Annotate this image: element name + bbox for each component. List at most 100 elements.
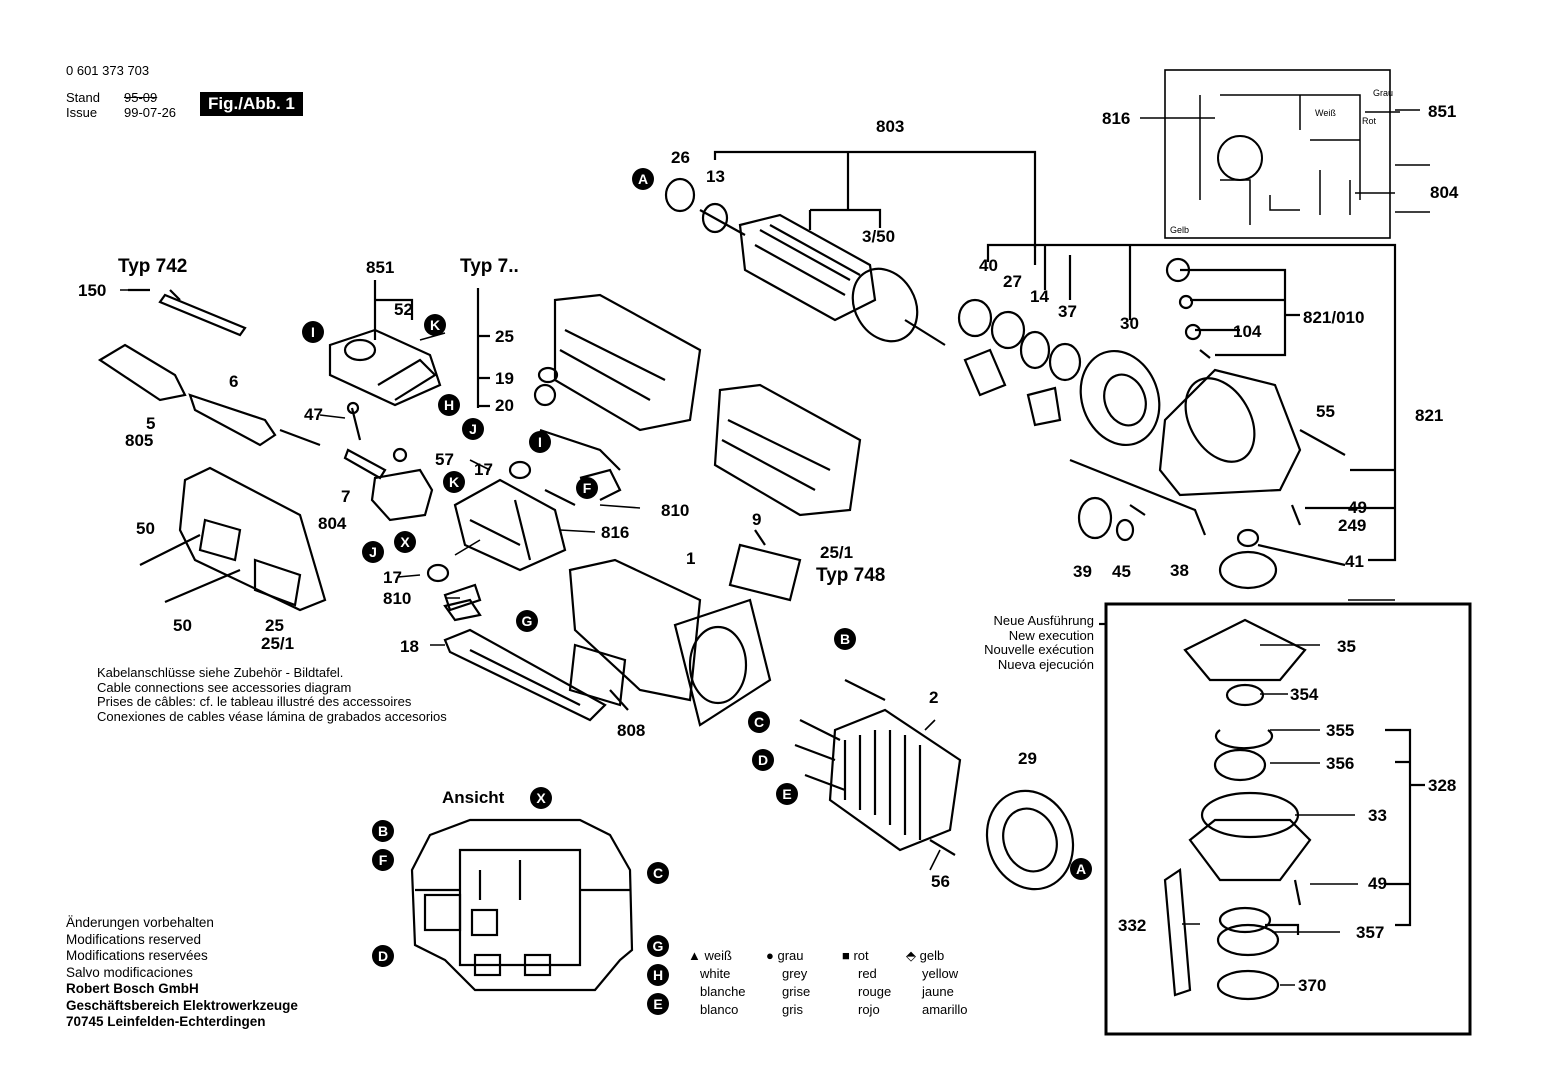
callout-249: 249: [1338, 516, 1367, 535]
callout-1: 1: [686, 549, 696, 568]
callout-14: 14: [1030, 287, 1049, 306]
legend-grey: ● grau grey grise gris: [766, 947, 810, 1019]
typ-7-label: Typ 7..: [460, 256, 519, 277]
footer-company: Robert Bosch GmbH: [66, 981, 199, 996]
callout-7: 7: [341, 487, 351, 506]
issue-date: 99-07-26: [124, 105, 177, 120]
callout-25-motor: 25: [265, 616, 284, 635]
marker-b: B: [834, 628, 856, 650]
callout-26: 26: [671, 148, 690, 167]
callout-2: 2: [929, 688, 939, 707]
ansicht-marker-h: H: [647, 964, 669, 986]
callout-6: 6: [229, 372, 239, 391]
callout-13: 13: [706, 167, 725, 186]
stand-label: Stand: [66, 90, 100, 105]
ansicht-marker-f: F: [372, 849, 394, 871]
callout-30: 30: [1120, 314, 1139, 333]
callout-33: 33: [1368, 806, 1387, 825]
wire-gelb: Gelb: [1170, 225, 1190, 235]
marker-j-bottom: J: [362, 541, 384, 563]
marker-d: D: [752, 749, 774, 771]
marker-k-mid: K: [443, 471, 465, 493]
new-execution-en: New execution: [1008, 627, 1094, 643]
callout-370: 370: [1298, 976, 1327, 995]
marker-a-top: A: [632, 168, 654, 190]
legend-white-es: blanco: [700, 1002, 739, 1017]
ansicht-marker-b: B: [372, 820, 394, 842]
typ-748-label: Typ 748: [816, 565, 886, 586]
marker-x: X: [394, 531, 416, 553]
callout-810-top: 810: [661, 501, 690, 520]
marker-f: F: [576, 477, 598, 499]
callout-49-housing: 49: [1348, 498, 1367, 517]
legend-white: ▲ weiß white blanche blanco: [688, 947, 746, 1019]
callout-57: 57: [435, 450, 454, 469]
legend-grey-fr: grise: [782, 984, 811, 999]
document-number: 0 601 373 703: [66, 63, 150, 78]
cable-note: Kabelanschlüsse siehe Zubehör - Bildtafe…: [97, 665, 447, 724]
callout-18: 18: [400, 637, 419, 656]
callout-49-new: 49: [1368, 874, 1387, 893]
new-execution-de: Neue Ausführung: [993, 613, 1094, 628]
legend-red-es: rojo: [858, 1002, 880, 1017]
legend-yellow-en: yellow: [922, 966, 959, 981]
stand-date: 95-09: [124, 90, 158, 105]
cable-note-fr: Prises de câbles: cf. le tableau illustr…: [97, 694, 412, 709]
callout-29: 29: [1018, 749, 1037, 768]
cable-note-de: Kabelanschlüsse siehe Zubehör - Bildtafe…: [97, 665, 344, 680]
legend-yellow: ⬘ gelb yellow jaune amarillo: [906, 947, 968, 1019]
callout-808: 808: [617, 721, 646, 740]
typ-742-label: Typ 742: [118, 256, 188, 277]
callout-150: 150: [78, 281, 107, 300]
figure-label: Fig./Abb. 1: [200, 92, 303, 116]
callout-56: 56: [931, 872, 950, 891]
new-execution-label: Neue Ausführung New execution Nouvelle e…: [960, 613, 1094, 672]
callout-27: 27: [1003, 272, 1022, 291]
marker-i-switch: I: [302, 321, 324, 343]
callout-55: 55: [1316, 402, 1335, 421]
callout-38: 38: [1170, 561, 1189, 580]
callout-805: 805: [125, 431, 154, 450]
legend-white-de: ▲ weiß: [688, 948, 732, 963]
new-execution-es: Nueva ejecución: [997, 656, 1094, 672]
callout-40: 40: [979, 256, 998, 275]
callout-851-switch: 851: [366, 258, 395, 277]
callout-19: 19: [495, 369, 514, 388]
ansicht-marker-d: D: [372, 945, 394, 967]
legend-red: ■ rot red rouge rojo: [842, 947, 891, 1019]
callout-821-010: 821/010: [1303, 308, 1365, 327]
callout-25-1-motor: 25/1: [261, 634, 295, 653]
new-execution-fr: Nouvelle exécution: [984, 642, 1094, 657]
ansicht-marker-e: E: [647, 993, 669, 1015]
marker-e: E: [776, 783, 798, 805]
legend-red-fr: rouge: [858, 984, 892, 999]
cable-note-en: Cable connections see accessories diagra…: [97, 679, 352, 695]
callout-328: 328: [1428, 776, 1457, 795]
legend-yellow-de: ⬘ gelb: [906, 948, 945, 963]
cable-note-es: Conexiones de cables véase lámina de gra…: [97, 708, 447, 724]
footer-division: Geschäftsbereich Elektrowerkzeuge: [66, 997, 298, 1013]
callout-104: 104: [1233, 322, 1262, 341]
callout-803: 803: [876, 117, 905, 136]
marker-j-switch: J: [462, 418, 484, 440]
callout-332: 332: [1118, 916, 1147, 935]
callout-810-bottom: 810: [383, 589, 412, 608]
ansicht-marker-g: G: [647, 935, 669, 957]
callout-354: 354: [1290, 685, 1319, 704]
callout-35: 35: [1337, 637, 1356, 656]
wire-weiss: Weiß: [1315, 108, 1336, 118]
callout-804-circuit: 804: [1430, 183, 1459, 202]
callout-3-50: 3/50: [862, 227, 896, 246]
callout-355: 355: [1326, 721, 1355, 740]
callout-20: 20: [495, 396, 514, 415]
issue-label: Issue: [66, 105, 98, 120]
legend-white-en: white: [700, 966, 731, 981]
legend-red-de: ■ rot: [842, 948, 869, 963]
marker-i-brush: I: [529, 431, 551, 453]
marker-a-bottom: A: [1070, 858, 1092, 880]
legend-yellow-fr: jaune: [922, 984, 954, 999]
callout-52: 52: [394, 300, 413, 319]
callout-17-bottom: 17: [383, 568, 402, 587]
callout-851-circuit: 851: [1428, 102, 1457, 121]
